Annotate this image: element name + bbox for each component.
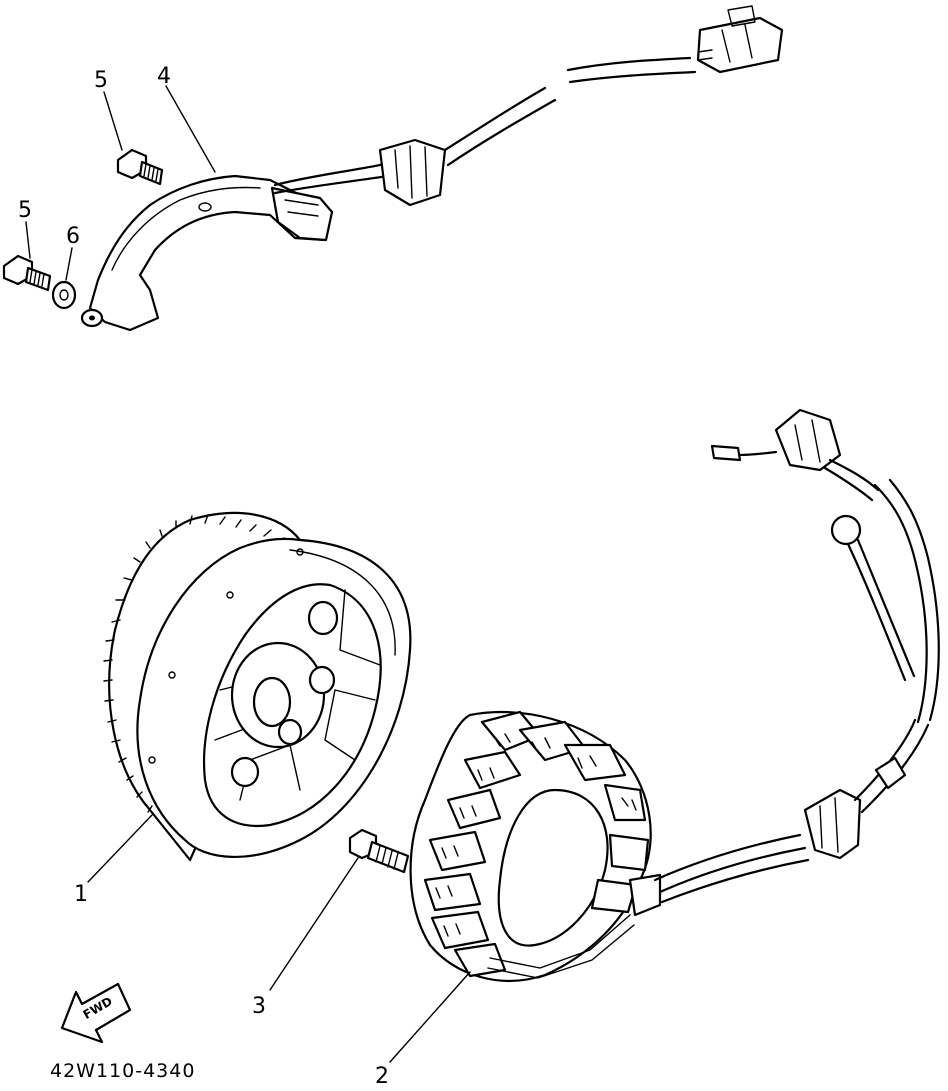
fwd-arrow-icon	[60, 982, 132, 1044]
leader-lines-top	[25, 85, 216, 281]
stator-bolt	[348, 828, 410, 874]
stator-assembly	[409, 408, 940, 982]
callout-bolt-lower: 5	[18, 198, 32, 223]
pickup-coil-assembly	[80, 5, 784, 332]
callout-stator-assembly: 2	[375, 1064, 389, 1089]
bolt-upper	[116, 148, 164, 186]
flywheel-rotor	[103, 511, 412, 862]
callout-washer: 6	[66, 224, 80, 249]
part-code: 42W110-4340	[50, 1060, 196, 1082]
callout-flywheel-rotor: 1	[74, 882, 88, 907]
bolt-lower	[2, 254, 52, 292]
callout-pickup-coil: 4	[157, 64, 171, 89]
leader-lines-bottom	[87, 814, 471, 1063]
callout-stator-bolt: 3	[252, 994, 266, 1019]
washer	[51, 280, 77, 310]
callout-bolt-upper: 5	[94, 68, 108, 93]
